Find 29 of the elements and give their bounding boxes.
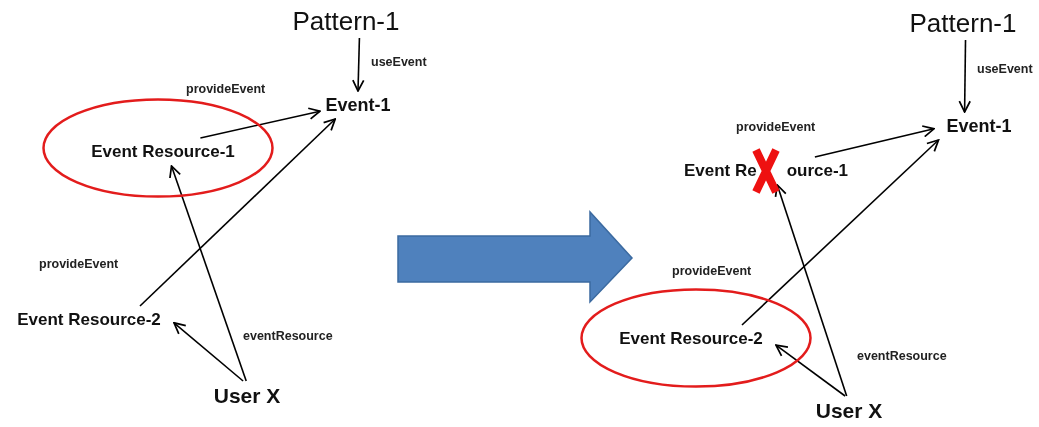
arrow [775, 344, 846, 397]
arrow [139, 118, 337, 307]
node-label: Event-1 [934, 112, 1024, 140]
highlight-ellipse [580, 288, 812, 388]
highlight-ellipse [42, 98, 274, 198]
edge-label: useEvent [976, 62, 1034, 76]
arrow [173, 321, 244, 382]
edge-label: useEvent [370, 55, 428, 69]
edge-label: provideEvent [671, 264, 753, 278]
node-label: Event Re [683, 161, 757, 181]
node-label: Event Resource-2 [4, 306, 174, 334]
edge-label: eventResource [856, 349, 948, 363]
node-label: Event-1 [320, 91, 396, 119]
node-label: User X [810, 396, 888, 426]
arrow [169, 165, 247, 382]
node-label: Pattern-1 [900, 6, 1026, 40]
arrow [741, 139, 940, 326]
arrow [774, 184, 848, 397]
arrow [352, 37, 365, 92]
node-label: ource-1 [786, 161, 849, 181]
edge-label: provideEvent [735, 120, 817, 134]
edge-label: provideEvent [185, 82, 267, 96]
node-label: User X [208, 381, 286, 411]
edge-label: provideEvent [38, 257, 120, 271]
arrow [958, 39, 971, 113]
arrow [814, 125, 935, 158]
node-label: Pattern-1 [285, 4, 407, 38]
edge-label: eventResource [242, 329, 334, 343]
arrow [199, 107, 321, 139]
